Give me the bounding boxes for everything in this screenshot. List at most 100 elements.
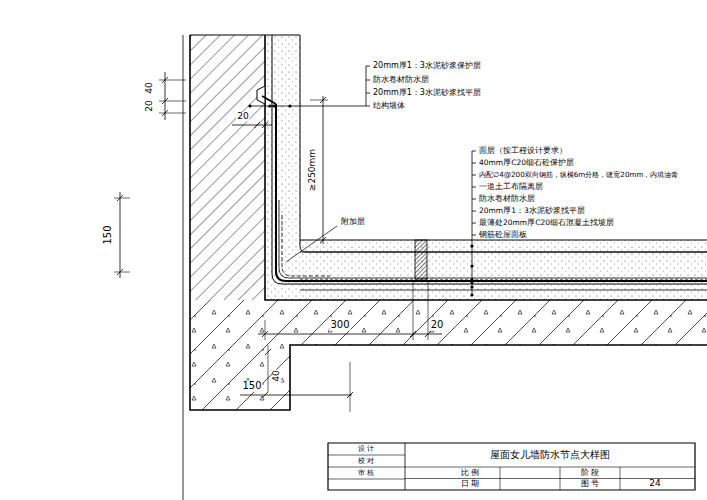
drawing-line — [120, 192, 121, 278]
drawing-line — [350, 362, 351, 412]
drawing-line — [190, 35, 707, 410]
leader-dot — [470, 278, 473, 281]
drip-groove — [257, 86, 265, 104]
drawing-line — [114, 198, 130, 199]
drawing-line — [472, 151, 473, 296]
callout-text: 结构墙体 — [372, 102, 406, 110]
callout-text: 一道土工布隔离层 — [478, 183, 544, 191]
layer-line — [300, 252, 707, 253]
isolation-layer — [300, 279, 707, 280]
drawing-line — [159, 80, 186, 81]
drawing-line — [265, 349, 271, 355]
drawing-line — [162, 77, 168, 83]
drawing-line — [240, 395, 352, 396]
layer-line — [300, 290, 707, 291]
drawing-line — [366, 93, 370, 94]
title-block-line — [328, 455, 405, 479]
drawing-line — [472, 187, 476, 188]
callout-text: 钢筋砼屋面板 — [478, 231, 528, 239]
title-block-line — [500, 467, 620, 490]
drawing-line — [366, 106, 370, 107]
drawing-line — [114, 272, 130, 273]
drawing-line — [472, 199, 476, 200]
waterproof-layer — [276, 104, 707, 281]
roof-slab — [190, 300, 707, 345]
title-block-cell: 阶 段 — [580, 469, 601, 477]
waterproof-layer — [272, 35, 707, 284]
drawing-line — [262, 392, 268, 398]
drawing-line — [262, 122, 268, 128]
leader-dot — [470, 264, 473, 267]
expansion-joint — [415, 240, 427, 279]
drawing-line — [162, 110, 168, 116]
leader-dot — [248, 104, 251, 107]
title-block-line — [405, 443, 406, 490]
dimension-text: 40 — [272, 369, 281, 382]
leader-dot — [470, 281, 473, 284]
drawing-line — [310, 100, 328, 101]
leader-dot — [470, 244, 473, 247]
dimension-text: 20 — [145, 99, 154, 112]
leader-dot — [288, 104, 291, 107]
drawing-line — [320, 237, 326, 243]
leader-dot — [268, 104, 271, 107]
drawing-line — [366, 80, 370, 81]
drawing-line — [472, 151, 476, 152]
parapet-wall — [190, 35, 265, 300]
callout-text: 防水卷材防水层 — [478, 195, 536, 203]
title-block-line — [405, 467, 695, 479]
callout-text: 面层（按工程设计要求） — [478, 147, 568, 155]
callout-text: 20mm厚1：3水泥砂浆找平层 — [372, 89, 482, 97]
callout-text: 附加层 — [340, 218, 366, 226]
title-block — [328, 443, 695, 490]
drawing-line — [190, 34, 300, 35]
dimension-text: 150 — [103, 224, 114, 245]
drawing-line — [472, 235, 476, 236]
title-block-cell: 审 核 — [357, 470, 375, 477]
drawing-line — [159, 113, 186, 114]
drawing-line — [254, 122, 260, 128]
drawing-line — [366, 66, 367, 106]
drawing-title: 屋面女儿墙防水节点大样图 — [489, 450, 611, 461]
drawing-line — [413, 280, 414, 340]
callout-text: 最薄处20mm厚C20细石混凝土找坡层 — [478, 219, 615, 227]
title-block-cell: 24 — [648, 479, 661, 488]
dimension-text: 20 — [236, 112, 249, 121]
waterproof-layer — [300, 35, 707, 252]
title-block-cell: 校 对 — [357, 458, 375, 465]
drawing-line — [162, 98, 168, 104]
callout-text: 防水卷材防水层 — [372, 76, 430, 84]
drawing-line — [159, 101, 186, 102]
title-block-cell: 图 号 — [580, 480, 601, 488]
drawing-line — [428, 280, 429, 340]
drawing-line — [250, 106, 366, 107]
drawing-line — [323, 96, 324, 244]
callout-text: 20mm厚1：3水泥砂浆找平层 — [478, 207, 586, 215]
drawing-line — [472, 163, 476, 164]
sheet-border — [183, 35, 184, 500]
mortar-layers — [265, 35, 707, 300]
leader-dot — [272, 104, 275, 107]
dimension-text: ≥250mm — [308, 148, 317, 192]
title-block-cell: 设 计 — [357, 446, 375, 453]
drawing-line — [366, 66, 370, 67]
callout-text: 20mm厚1：3水泥砂浆保护层 — [372, 62, 482, 70]
drawing-line — [258, 334, 442, 335]
drawing-line — [265, 320, 266, 340]
dimension-text: 20 — [430, 320, 445, 331]
dimension-text: 40 — [145, 81, 154, 94]
dimension-text: 300 — [329, 320, 350, 331]
edge-beam — [190, 345, 290, 410]
leader-dot — [470, 293, 473, 296]
leader-dot — [470, 285, 473, 288]
drawing-line — [286, 226, 337, 262]
callout-text: 40mm厚C20细石砼保护层 — [478, 159, 575, 167]
drawing-line — [472, 223, 476, 224]
callout-text: 内配∅4@200双向钢筋，纵横6m分格，缝宽20mm，内填油膏 — [478, 171, 679, 179]
drawing-line — [472, 175, 476, 176]
title-block-cell: 日 期 — [460, 480, 481, 488]
drawing-line — [232, 125, 272, 126]
drawing-line — [472, 211, 476, 212]
